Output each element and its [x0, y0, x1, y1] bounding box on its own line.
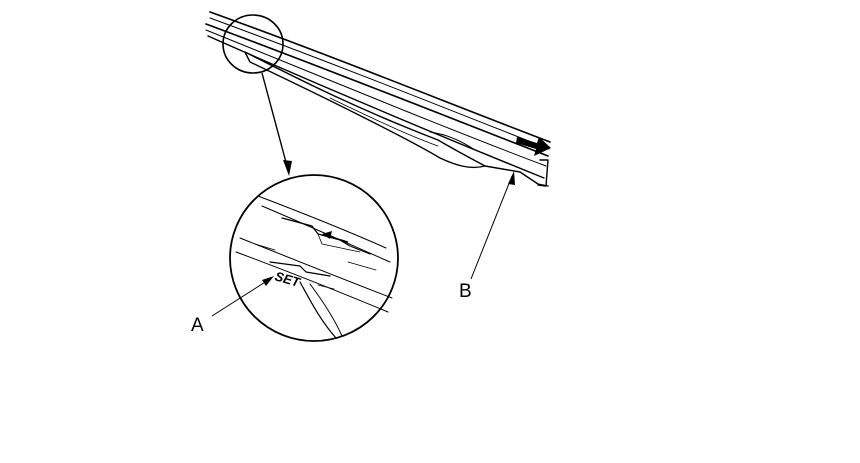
detail-leader-line — [261, 72, 288, 167]
set-marking: SET — [273, 268, 302, 290]
wiper-blade-assembly — [205, 11, 551, 187]
callout-b-arrowhead — [508, 171, 515, 185]
slide-direction-arrow-icon — [516, 137, 551, 156]
left-arrow-marking-icon — [322, 231, 349, 243]
detail-leader-arrowhead — [283, 160, 292, 176]
detail-circle — [229, 174, 399, 342]
detail-view: SET — [229, 174, 399, 342]
callout-a-leader — [211, 278, 271, 317]
callout-b-label: B — [459, 281, 472, 302]
detail-source-circle — [222, 14, 284, 74]
callout-a-arrowhead — [262, 276, 274, 286]
callout-a-label: A — [191, 315, 204, 336]
callout-b-leader — [470, 175, 513, 280]
